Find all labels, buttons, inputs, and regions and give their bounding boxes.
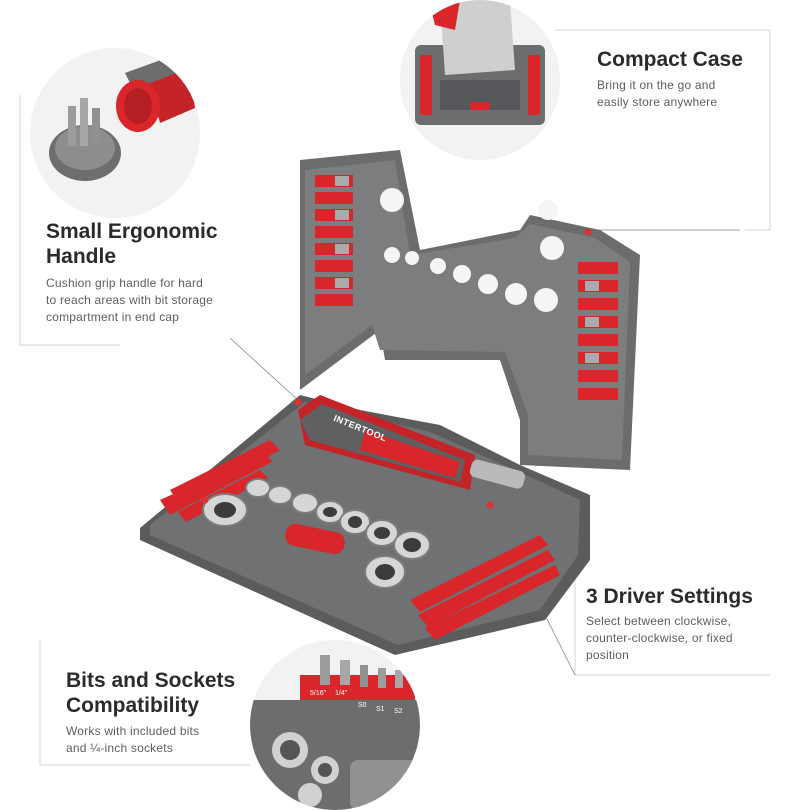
handle-title-line-1: Small Ergonomic (46, 220, 218, 243)
handle-desc-line-2: to reach areas with bit storage (46, 293, 213, 307)
socket-label-s2: S2 (394, 708, 403, 715)
brand-logo: INTERTOOL (332, 413, 389, 444)
handle-endcap-detail-image (30, 48, 200, 218)
socket-label-s1: S1 (376, 706, 385, 713)
socket-label-s0: S0 (358, 702, 367, 709)
compact-case-desc-line-2: easily store anywhere (597, 95, 718, 109)
bits-sockets-title-line-1: Bits and Sockets (66, 669, 236, 692)
handle-desc-line-1: Cushion grip handle for hard (46, 276, 204, 290)
compact-case-desc-line-1: Bring it on the go and (597, 78, 716, 92)
bits-sockets-detail-image: 5/16" 1/4" S0 S1 S2 (250, 640, 420, 810)
driver-settings-desc-line-1: Select between clockwise, (586, 614, 732, 628)
bits-sockets-desc-line-2: and ¼-inch sockets (66, 741, 173, 755)
driver-settings-title: 3 Driver Settings (586, 585, 753, 608)
handle-title-line-2: Handle (46, 245, 117, 268)
compact-case-detail-image (400, 0, 560, 160)
bits-sockets-desc-line-1: Works with included bits (66, 724, 200, 738)
socket-label-1-4: 1/4" (335, 690, 348, 697)
driver-settings-desc-line-3: position (586, 648, 629, 662)
compact-case-title: Compact Case (597, 48, 743, 71)
handle-desc-line-3: compartment in end cap (46, 310, 180, 324)
driver-settings-desc-line-2: counter-clockwise, or fixed (586, 631, 733, 645)
socket-label-5-16: 5/16" (310, 690, 327, 697)
bits-sockets-title-line-2: Compatibility (66, 694, 200, 717)
